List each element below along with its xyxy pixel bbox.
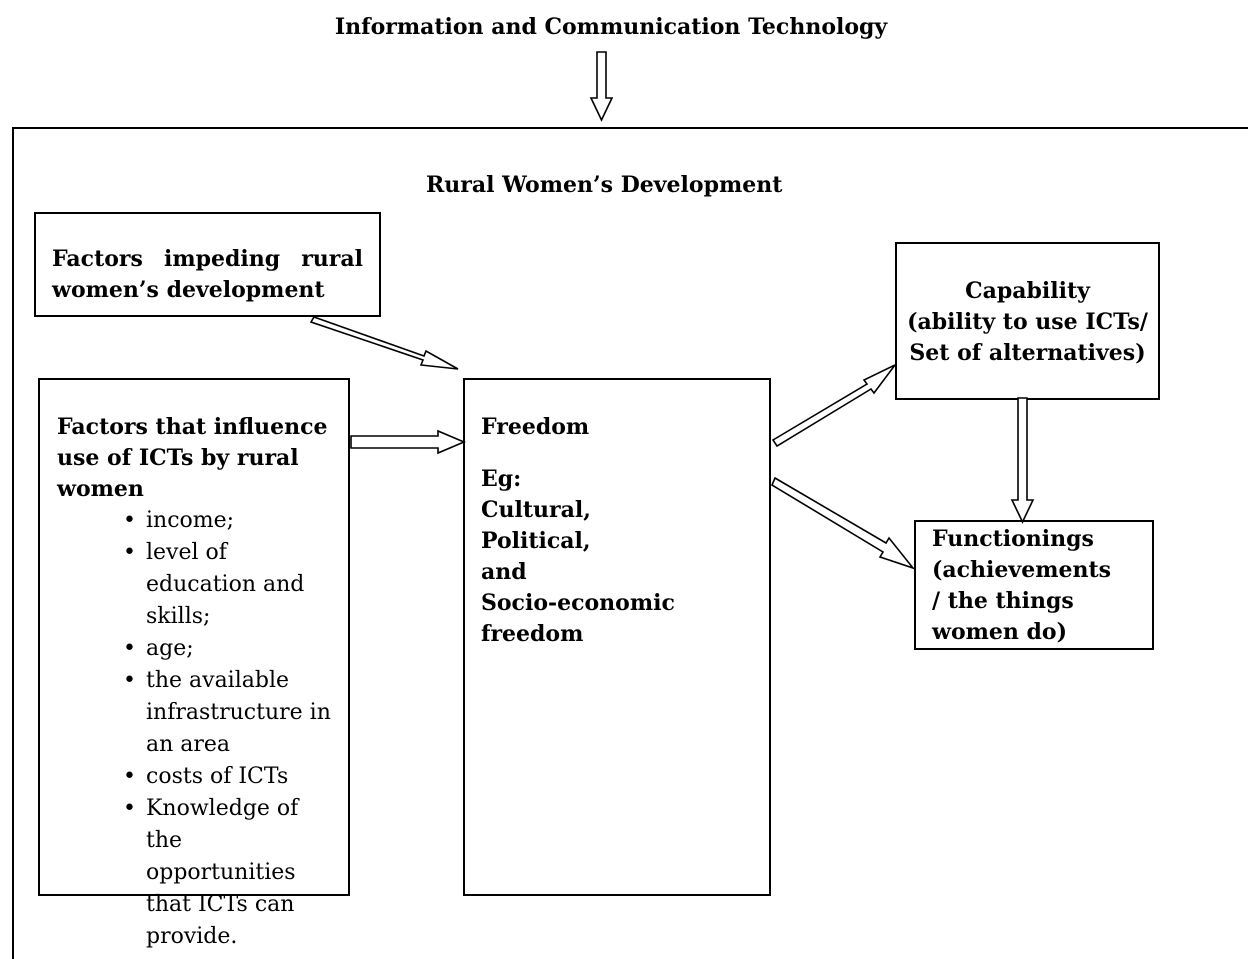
freedom-to-functionings-arrow	[770, 476, 916, 570]
list-item: the available infrastructure in an area	[123, 665, 338, 761]
freedom-line: Political,	[481, 528, 591, 554]
development-frame	[12, 127, 1248, 959]
functionings-line: Functionings	[932, 526, 1094, 552]
ict-down-arrow	[589, 51, 614, 122]
functionings-line: / the things	[932, 588, 1074, 614]
capability-box: Capability (ability to use ICTs/ Set of …	[895, 242, 1160, 400]
freedom-box: Freedom Eg: Cultural, Political, and Soc…	[463, 378, 771, 896]
diagram-title: Information and Communication Technology	[334, 14, 888, 40]
capability-line: Set of alternatives)	[909, 340, 1146, 366]
capability-line: Capability	[965, 278, 1090, 304]
capability-to-functionings-arrow	[1010, 397, 1035, 524]
freedom-line: Eg:	[481, 466, 522, 492]
functionings-box: Functionings (achievements / the things …	[914, 520, 1154, 650]
impeding-line-1: Factors impeding rural	[52, 246, 363, 272]
freedom-line: freedom	[481, 621, 584, 647]
influence-factors-list: income; level of education and skills; a…	[57, 505, 338, 953]
arrows-layer	[309, 51, 1035, 570]
list-item: level of education and skills;	[123, 537, 338, 633]
list-item: income;	[123, 505, 338, 537]
capability-line: (ability to use ICTs/	[907, 309, 1148, 335]
impeding-line-2: women’s development	[52, 277, 325, 303]
freedom-title: Freedom	[481, 414, 590, 440]
influence-factors-box: Factors that influence use of ICTs by ru…	[38, 378, 350, 949]
factors-to-freedom-arrow	[350, 429, 467, 455]
functionings-line: (achievements	[932, 557, 1112, 583]
section-title: Rural Women’s Development	[426, 172, 783, 198]
freedom-line: Cultural,	[481, 497, 591, 523]
freedom-to-capability-arrow	[771, 364, 896, 448]
list-item: costs of ICTs	[123, 761, 338, 793]
list-item: Knowledge of the opportunities that ICTs…	[123, 793, 338, 953]
impeding-factors-box: Factors impeding rural women’s developme…	[34, 212, 381, 317]
freedom-line: Socio-economic	[481, 590, 675, 616]
list-item: age;	[123, 633, 338, 665]
freedom-line: and	[481, 559, 527, 585]
functionings-line: women do)	[932, 619, 1068, 645]
impeding-to-freedom-arrow	[309, 316, 459, 370]
influence-factors-heading: Factors that influence use of ICTs by ru…	[57, 414, 328, 502]
